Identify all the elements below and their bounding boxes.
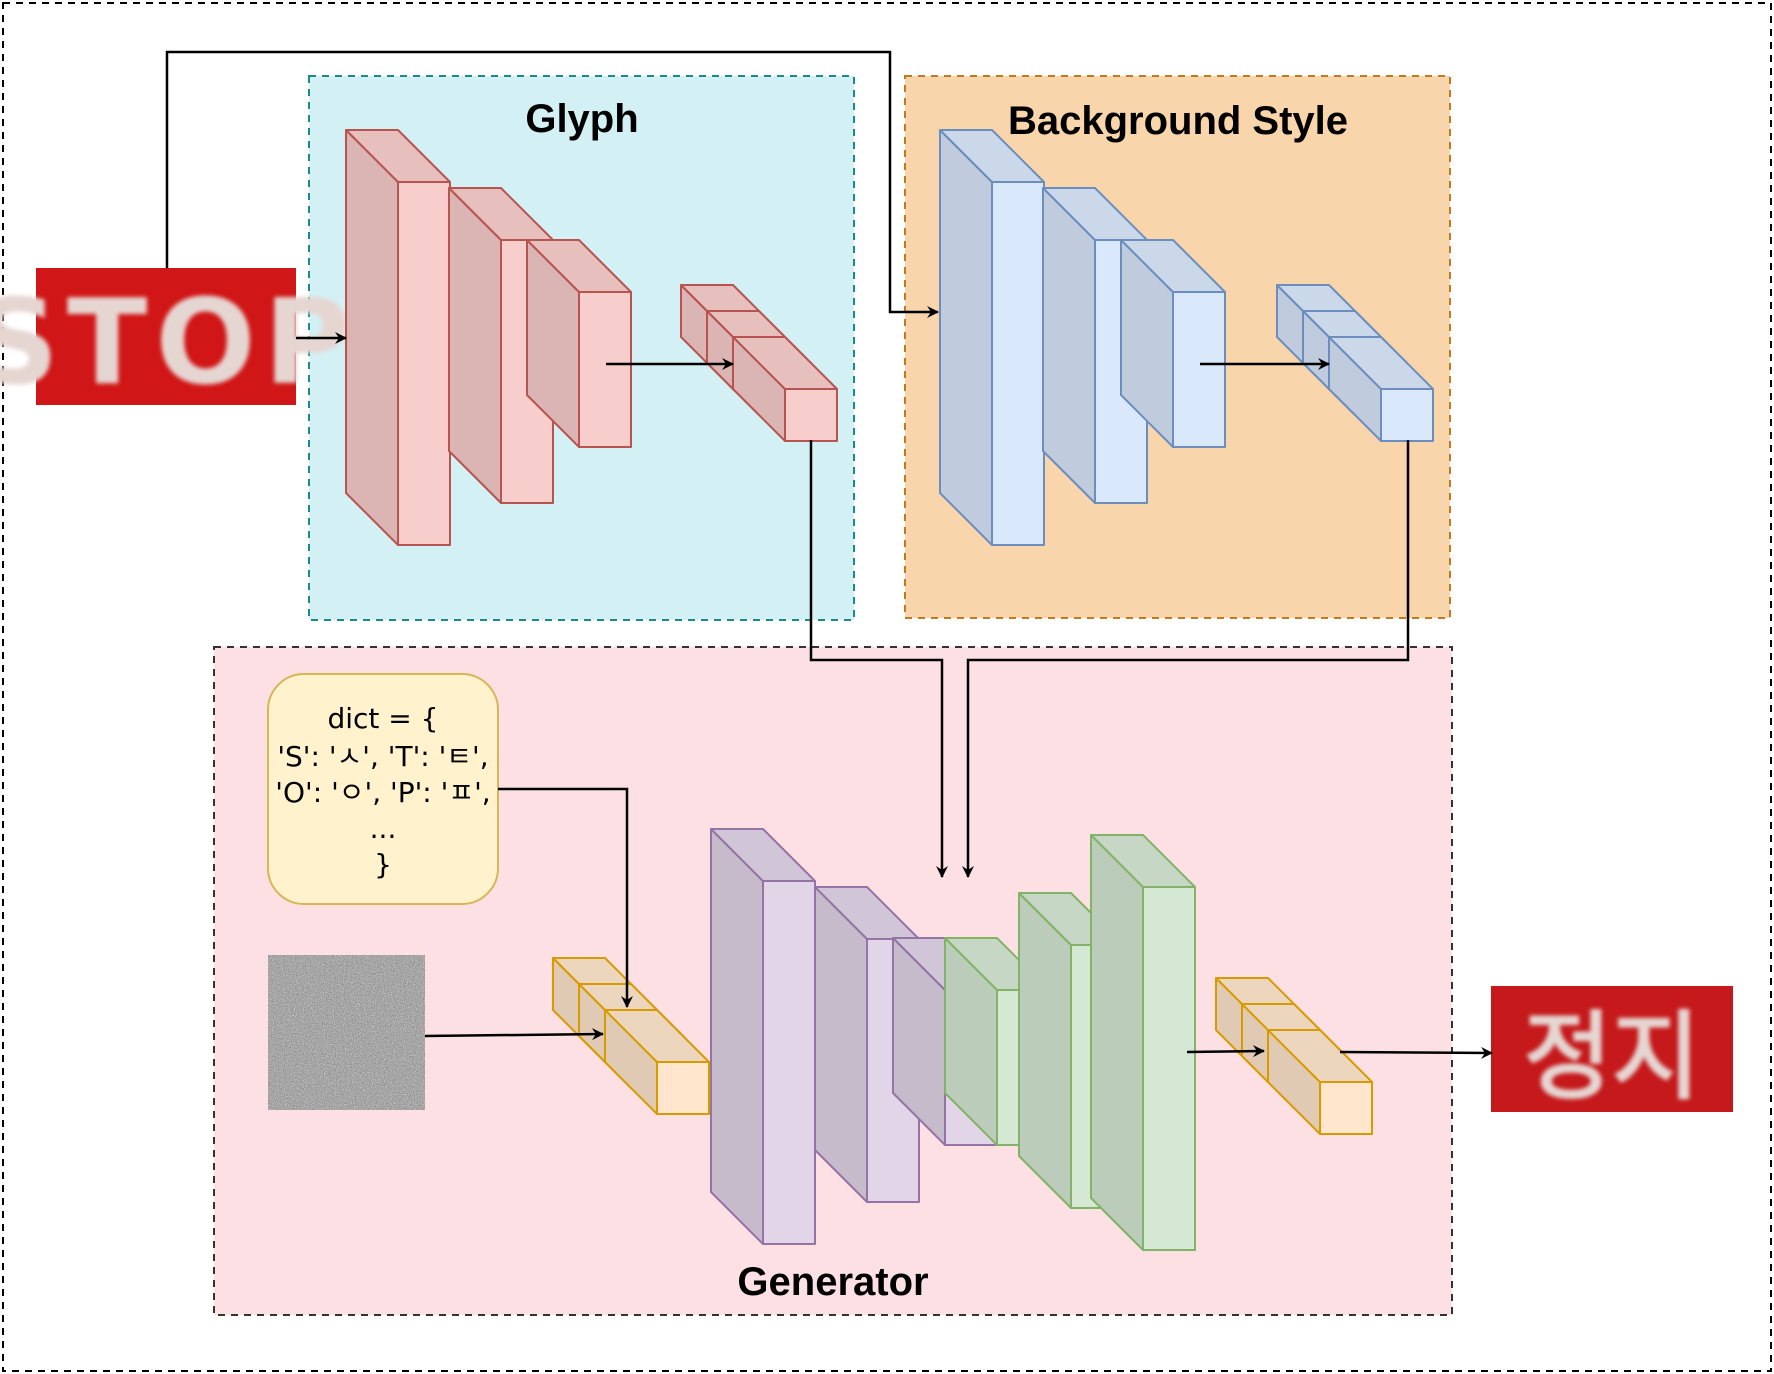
style-encoder-block-3 <box>1120 239 1226 448</box>
glyph-latent-block-3 <box>732 336 838 442</box>
edge-style-latent-to-generator <box>962 440 1410 878</box>
edge-dict-to-latent <box>498 787 633 1008</box>
dict-line-1: dict = { <box>327 702 438 735</box>
glyph-encoder-block-3 <box>526 239 632 448</box>
input-stop-image: STOP <box>0 268 358 411</box>
generator-output-latent-block-3 <box>1267 1029 1373 1135</box>
dict-line-3: 'O': 'ㅇ', 'P': 'ㅍ', <box>275 776 490 809</box>
glyph-encoder-block-1 <box>345 129 451 546</box>
generator-down-block-1 <box>710 828 816 1245</box>
generator-up-block-3 <box>1090 834 1196 1251</box>
dict-box: dict = { 'S': 'ㅅ', 'T': 'ㅌ', 'O': 'ㅇ', '… <box>267 673 499 905</box>
edge-noise-to-latent <box>424 1028 604 1041</box>
dict-line-4: ... <box>370 812 397 845</box>
style-encoder-block-1 <box>939 129 1045 546</box>
background-style-panel-title: Background Style <box>1008 99 1348 143</box>
generator-input-latent-block-3 <box>604 1009 710 1115</box>
edge-input-to-style <box>165 50 939 318</box>
generator-panel-title: Generator <box>737 1260 928 1304</box>
output-korean-image: 정지 <box>1491 986 1733 1113</box>
dict-line-5: } <box>374 848 392 881</box>
noise-image <box>268 955 425 1110</box>
output-korean-text: 정지 <box>1524 1001 1701 1113</box>
input-stop-text: STOP <box>0 273 358 411</box>
edge-output-latent-to-image <box>1339 1046 1493 1059</box>
edge-glyph-latent-to-generator <box>809 440 948 878</box>
edge-decoder-to-output-latent <box>1186 1045 1265 1058</box>
glyph-panel-title: Glyph <box>525 97 638 141</box>
connectors <box>165 50 1493 1059</box>
network-blocks <box>345 129 1434 1251</box>
style-latent-block-3 <box>1328 336 1434 442</box>
dict-line-2: 'S': 'ㅅ', 'T': 'ㅌ', <box>277 740 488 773</box>
